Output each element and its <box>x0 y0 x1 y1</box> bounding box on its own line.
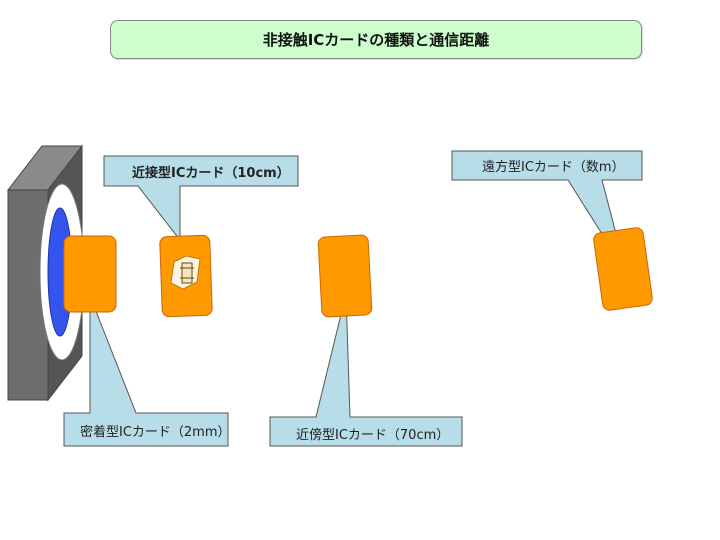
diagram-title: 非接触ICカードの種類と通信距離 <box>110 20 642 59</box>
callout-vicinity <box>269 293 463 447</box>
chip-body <box>181 262 193 284</box>
callout-proximity-label: 近接型ICカード（10cm） <box>132 165 290 181</box>
callout-contactless-close <box>63 295 229 447</box>
callout-contactless-close-shape <box>63 295 229 447</box>
card-shape <box>63 235 117 313</box>
reader-front-face <box>7 189 49 401</box>
callout-vicinity-label: 近傍型ICカード（70cm） <box>296 427 450 443</box>
card-remote <box>593 227 653 311</box>
card-contactless-close <box>63 235 117 313</box>
callout-vicinity-shape <box>269 293 463 447</box>
reader-device <box>6 144 85 402</box>
card-proximity <box>159 234 213 318</box>
callout-proximity-shape <box>103 155 299 242</box>
callout-remote-label: 遠方型ICカード（数m） <box>482 159 625 175</box>
card-shape <box>593 227 653 311</box>
callout-contactless-close-label: 密着型ICカード（2mm） <box>80 424 231 440</box>
card-shape <box>317 234 373 318</box>
card-vicinity <box>317 234 373 318</box>
callout-proximity <box>103 155 299 242</box>
chip-graphic <box>170 255 201 290</box>
callout-remote <box>451 150 643 273</box>
callout-remote-shape <box>451 150 643 273</box>
